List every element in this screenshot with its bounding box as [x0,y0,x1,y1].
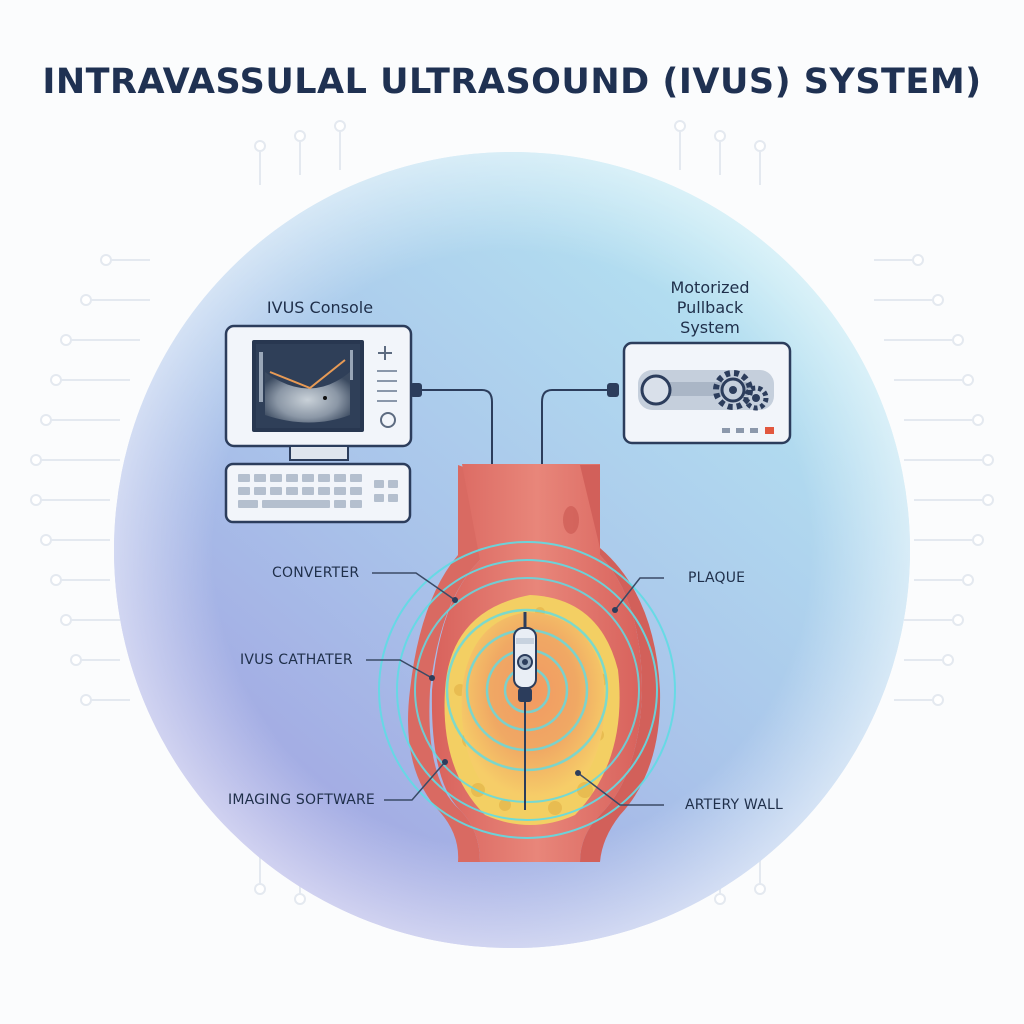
artery-wall [408,465,480,862]
catheter-label: IVUS CATHATER [240,652,353,668]
circuit-pattern [40,130,984,895]
monitor-icon [224,324,413,461]
gear-icon [743,385,769,411]
pullback-label-line: Motorized [670,278,750,297]
pullback-label-line: System [680,318,740,337]
pullback-label: Motorized Pullback System [640,278,780,338]
callout-lines [366,572,664,806]
page-title: INTRAVASSULAL ULTRASOUND (IVUS) SYSTEM) [42,62,982,102]
keyboard-icon [224,462,412,524]
gear-icon [713,370,753,410]
console-label: IVUS Console [266,298,374,317]
artery-wall-label: ARTERY WALL [685,797,783,813]
plaque-label: PLAQUE [688,570,746,586]
transducer-icon [513,612,537,702]
software-label: IMAGING SOFTWARE [228,792,375,808]
converter-label: CONVERTER [272,565,360,581]
pullback-label-line: Pullback [676,298,744,317]
ivus-console [224,324,413,524]
pullback-system [622,341,792,445]
lumen [461,612,605,803]
ultrasound-waves [378,541,676,839]
